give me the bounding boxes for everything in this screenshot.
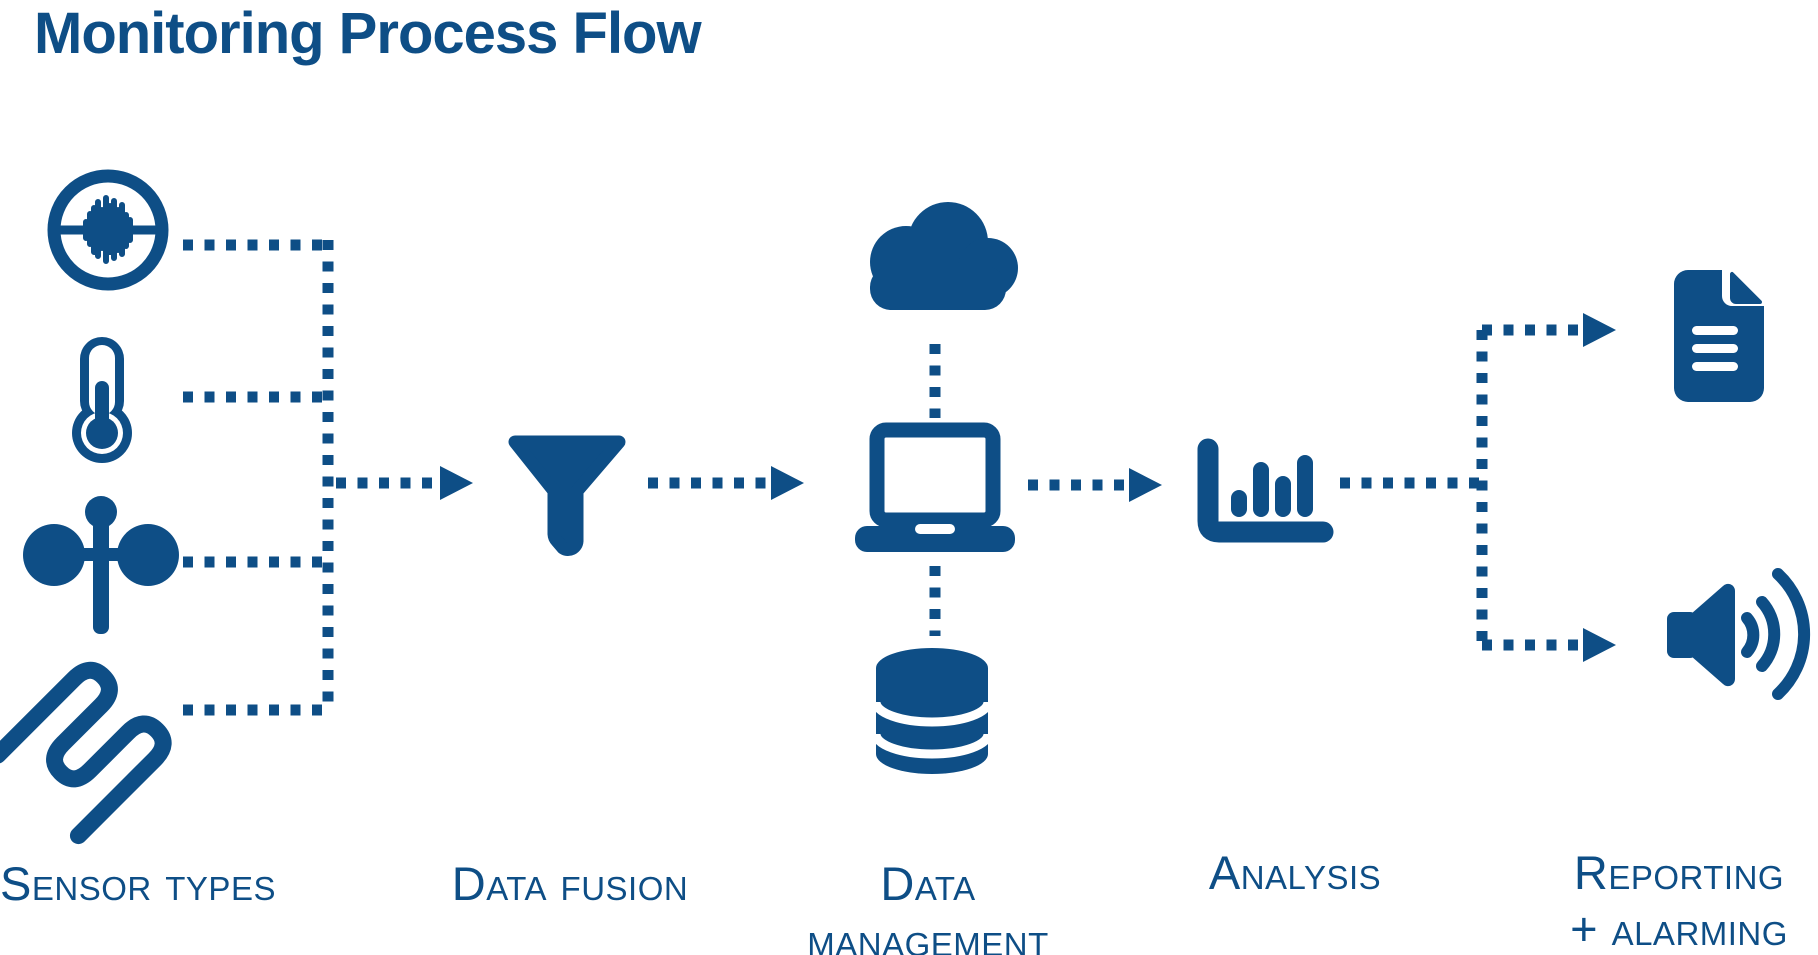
label-line: + alarming	[1570, 902, 1788, 955]
label-line: Analysis	[1208, 846, 1382, 899]
arrowhead-to-report	[1583, 313, 1616, 347]
label-line: Reporting	[1573, 846, 1785, 899]
strain-gauge-icon	[0, 652, 180, 845]
label-sensor-types: Sensor types	[0, 856, 276, 912]
label-data-fusion: Data fusion	[420, 856, 720, 912]
arrowhead-to-alarm	[1583, 628, 1616, 662]
label-reporting-alarming: Reporting + alarming	[1540, 845, 1818, 955]
anemometer-icon	[20, 492, 184, 634]
bar-chart-icon	[1195, 438, 1335, 545]
vibration-sensor-icon	[46, 168, 170, 292]
label-line: Data fusion	[451, 857, 689, 910]
laptop-icon	[853, 420, 1017, 554]
label-line: Data	[880, 857, 976, 910]
cloud-icon	[850, 196, 1018, 312]
arrowhead-to-management	[771, 466, 804, 500]
label-line: management	[807, 913, 1049, 955]
document-report-icon	[1666, 270, 1766, 402]
funnel-icon	[502, 433, 632, 563]
thermometer-icon	[64, 333, 140, 465]
arrowhead-to-analysis	[1129, 468, 1162, 502]
database-icon	[871, 644, 993, 778]
alarm-speaker-icon	[1665, 568, 1811, 704]
arrowhead-to-fusion	[440, 466, 473, 500]
label-analysis: Analysis	[1145, 845, 1445, 901]
page-title: Monitoring Process Flow	[34, 1, 702, 66]
label-data-management: Data management	[778, 856, 1078, 955]
label-line: Sensor types	[0, 857, 276, 910]
